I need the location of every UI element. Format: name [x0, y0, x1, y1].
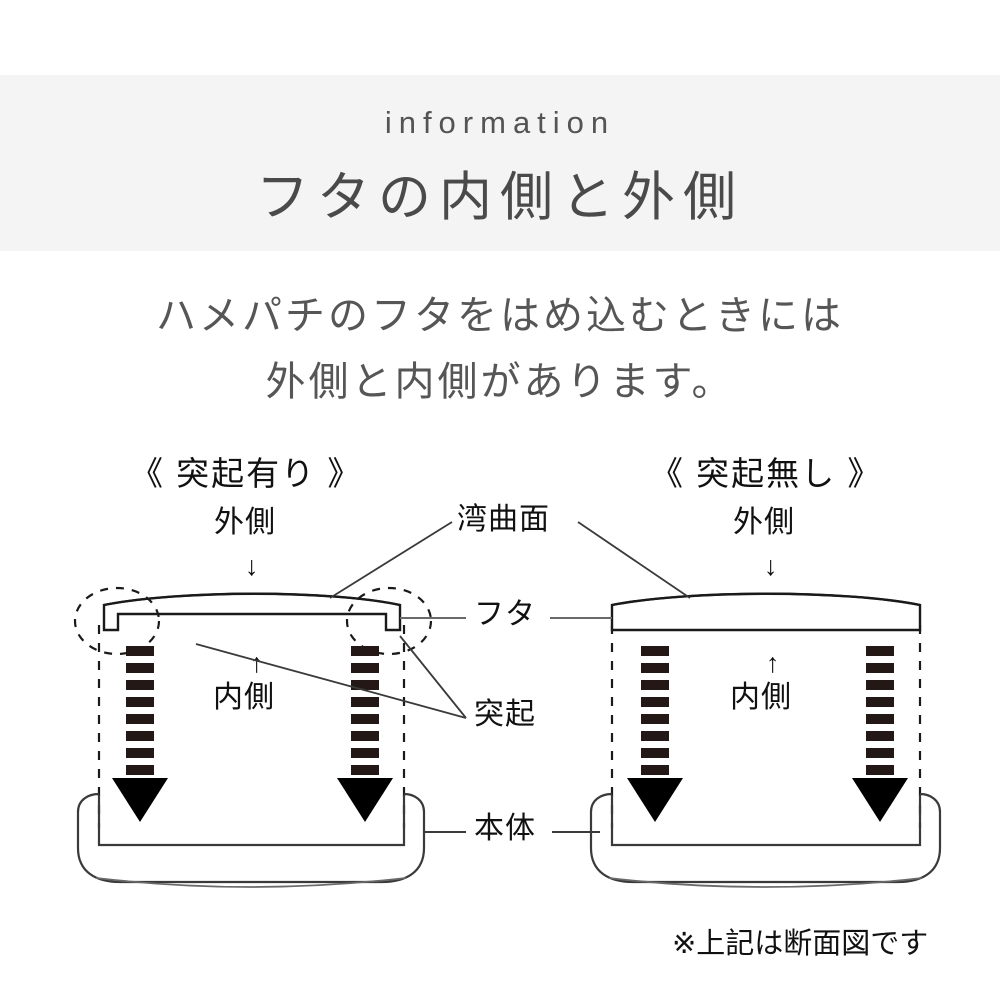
- page-title: フタの内側と外側: [256, 168, 744, 227]
- right-body-corner-right: [919, 792, 942, 813]
- right-outer-label: 外側: [733, 506, 795, 539]
- callout-curved-surface: 湾曲面: [457, 503, 550, 536]
- right-arrow-head-2-icon: [852, 778, 908, 822]
- leader-lines-group: [195, 521, 691, 833]
- left-protrusion-highlight-right: [345, 586, 433, 656]
- left-arrow-head-2-icon: [337, 778, 393, 822]
- leader-protrusion-to-right-notch: [399, 635, 467, 719]
- right-lid-curved-surface: [611, 592, 921, 607]
- intro-line-1: ハメパチのフタをはめ込むときには: [156, 294, 844, 338]
- callout-body: 本体: [474, 812, 536, 845]
- right-inner-label: 内側: [730, 681, 792, 714]
- section-heading-without-protrusion: 《 突起無し 》: [650, 455, 883, 492]
- right-inner-arrow-icon: ↑: [766, 648, 781, 678]
- left-arrow-shaft-2: [351, 645, 379, 780]
- left-protrusion-highlight-left: [73, 586, 161, 656]
- intro-text: ハメパチのフタをはめ込むときには 外側と内側があります。: [0, 283, 1000, 415]
- callout-protrusion: 突起: [474, 698, 536, 731]
- right-arrow-head-1-icon: [627, 778, 683, 822]
- left-inner-arrow-icon: ↑: [250, 648, 265, 678]
- left-body-outer-wall: [76, 812, 426, 884]
- intro-line-2: 外側と内側があります。: [265, 360, 735, 404]
- right-body-outer-wall: [589, 812, 942, 884]
- left-body-corner-right: [403, 792, 426, 813]
- section-heading-with-protrusion: 《 突起有り 》: [130, 455, 363, 492]
- left-inner-label: 内側: [213, 681, 275, 714]
- left-lid-curved-surface: [103, 592, 401, 607]
- right-diagram-group: [589, 592, 942, 888]
- left-outer-label: 外側: [214, 506, 276, 539]
- footnote-text: ※上記は断面図です: [672, 928, 929, 960]
- right-arrow-shaft-2: [866, 645, 894, 780]
- leader-protrusion-to-left-notch: [195, 643, 467, 719]
- leader-curved-surface-left: [329, 521, 453, 599]
- right-arrow-shaft-1: [641, 645, 669, 780]
- left-diagram-group: [73, 586, 433, 888]
- header-band: [0, 75, 1000, 251]
- left-arrow-head-1-icon: [112, 778, 168, 822]
- header-eyebrow: information: [384, 105, 616, 140]
- leader-curved-surface-right: [577, 521, 691, 599]
- left-body-bottom-curve: [95, 877, 407, 888]
- right-body-bottom-curve: [608, 877, 923, 888]
- right-outer-arrow-icon: ↓: [764, 551, 779, 581]
- left-body-corner-left: [76, 792, 100, 813]
- left-arrow-shaft-1: [126, 645, 154, 780]
- right-body-corner-left: [589, 792, 613, 813]
- right-body-inner-wall: [610, 795, 922, 847]
- callout-lid: フタ: [474, 598, 536, 631]
- left-outer-arrow-icon: ↓: [245, 551, 260, 581]
- left-body-inner-wall: [97, 795, 406, 847]
